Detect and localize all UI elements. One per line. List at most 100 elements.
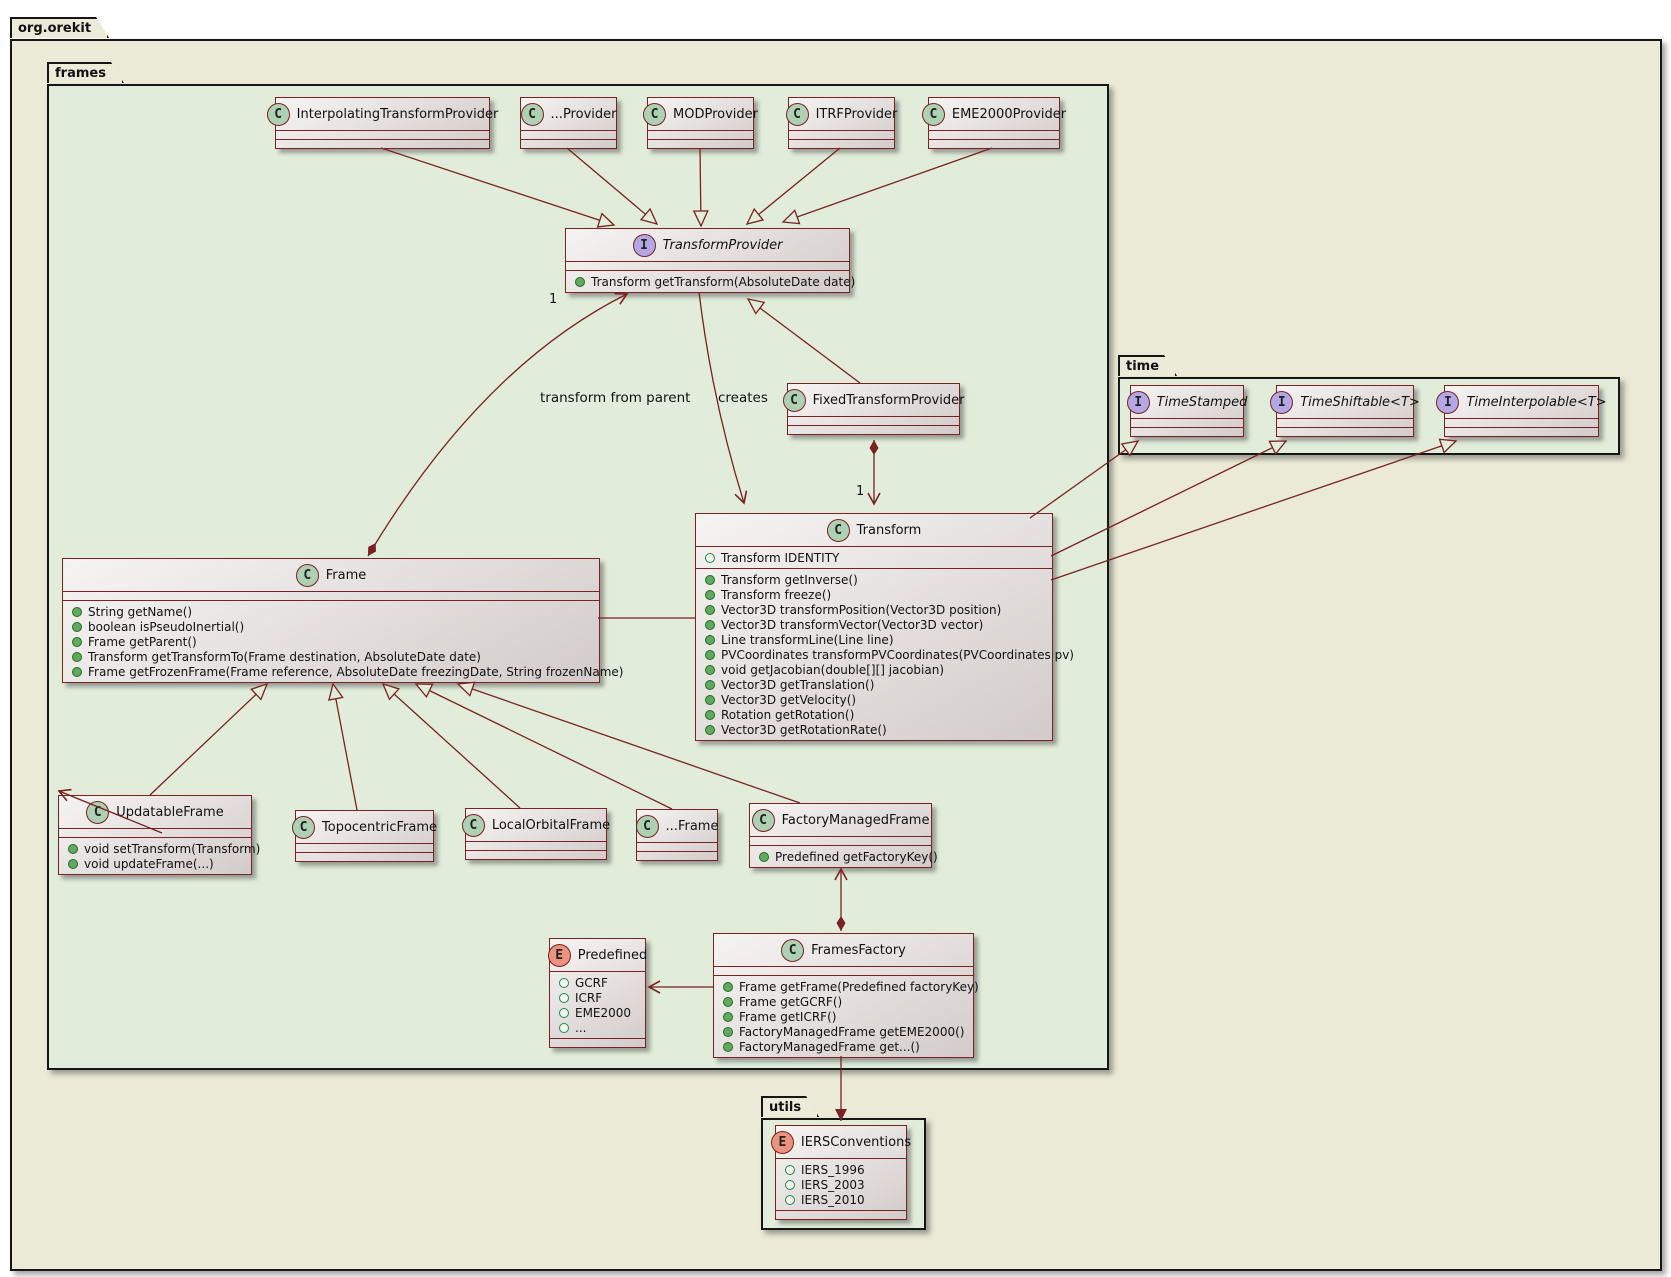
package-tab-org-orekit: org.orekit <box>10 17 109 38</box>
method-row: Transform getTransform(AbsoluteDate date… <box>566 274 855 289</box>
class-icon: C <box>461 813 485 837</box>
method-list: Frame getFrame(Predefined factoryKey)Fra… <box>714 975 979 1057</box>
method-list: void setTransform(Transform)void updateF… <box>59 837 260 874</box>
method-row: Vector3D getTranslation() <box>696 677 1052 692</box>
method-row: FactoryManagedFrame getEME2000() <box>714 1024 973 1039</box>
class-icon: C <box>520 102 544 126</box>
class-icon: C <box>921 102 945 126</box>
field-icon <box>559 992 569 1003</box>
method-row: PVCoordinates transformPVCoordinates(PVC… <box>696 647 1074 662</box>
multiplicity-transform-provider: 1 <box>549 292 558 307</box>
public-method-icon <box>72 621 82 632</box>
method-row: Vector3D transformVector(Vector3D vector… <box>696 617 1052 632</box>
method-row: Transform freeze() <box>696 587 1052 602</box>
class-icon: C <box>751 808 775 832</box>
public-method-icon <box>723 996 733 1007</box>
public-method-icon <box>705 619 715 630</box>
public-method-icon <box>705 634 715 645</box>
method-row: Frame getFrozenFrame(Frame reference, Ab… <box>63 664 623 679</box>
field-row: Transform IDENTITY <box>696 550 1052 565</box>
method-row: Predefined getFactoryKey() <box>750 849 938 864</box>
field-list: Transform IDENTITY <box>696 546 1052 568</box>
class-icon: C <box>266 102 290 126</box>
interface-icon: I <box>632 233 656 257</box>
public-method-icon <box>705 589 715 600</box>
class-icon: C <box>86 800 110 824</box>
method-row: Transform getInverse() <box>696 572 1052 587</box>
method-list: Transform getInverse()Transform freeze()… <box>696 568 1074 740</box>
package-tab-frames: frames <box>47 62 124 83</box>
public-method-icon <box>723 981 733 992</box>
interface-icon: I <box>1270 390 1294 414</box>
method-row: Vector3D getRotationRate() <box>696 722 1052 737</box>
method-row: void getJacobian(double[][] jacobian) <box>696 662 1052 677</box>
method-row: Frame getICRF() <box>714 1009 973 1024</box>
class-icon: C <box>635 814 659 838</box>
public-method-icon <box>72 651 82 662</box>
public-method-icon <box>72 666 82 677</box>
field-icon <box>705 552 715 563</box>
enum-constant-row: IERS_2010 <box>776 1192 906 1207</box>
field-icon <box>785 1179 795 1190</box>
public-method-icon <box>723 1041 733 1052</box>
method-row: boolean isPseudoInertial() <box>63 619 599 634</box>
method-row: String getName() <box>63 604 599 619</box>
public-method-icon <box>705 574 715 585</box>
method-row: void updateFrame(...) <box>59 856 251 871</box>
method-row: Vector3D getVelocity() <box>696 692 1052 707</box>
public-method-icon <box>705 724 715 735</box>
enum-icon: E <box>547 943 571 967</box>
class-icon: C <box>643 102 667 126</box>
method-row: Transform getTransformTo(Frame destinati… <box>63 649 599 664</box>
class-dots-provider: C...Provider <box>520 97 617 149</box>
edge-label-creates: creates <box>718 390 768 406</box>
class-icon: C <box>785 102 809 126</box>
enum-constant-row: EME2000 <box>550 1005 645 1020</box>
public-method-icon <box>72 606 82 617</box>
public-method-icon <box>705 709 715 720</box>
method-row: void setTransform(Transform) <box>59 841 260 856</box>
method-row: Frame getParent() <box>63 634 599 649</box>
class-icon: C <box>782 388 806 412</box>
enum-constant-row: ... <box>550 1020 645 1035</box>
enum-icon: E <box>770 1130 794 1154</box>
method-list: Predefined getFactoryKey() <box>750 845 938 867</box>
public-method-icon <box>705 679 715 690</box>
class-icon: C <box>292 815 316 839</box>
interface-icon: I <box>1436 390 1460 414</box>
public-method-icon <box>72 636 82 647</box>
field-icon <box>559 977 569 988</box>
field-icon <box>785 1194 795 1205</box>
method-row: Vector3D transformPosition(Vector3D posi… <box>696 602 1052 617</box>
method-list: Transform getTransform(AbsoluteDate date… <box>566 270 855 292</box>
edge-label-transform-from-parent: transform from parent <box>540 390 691 406</box>
enum-constant-row: GCRF <box>550 975 645 990</box>
class-dots-frame: C...Frame <box>635 809 718 861</box>
public-method-icon <box>723 1011 733 1022</box>
method-row: Rotation getRotation() <box>696 707 1052 722</box>
public-method-icon <box>759 851 769 862</box>
multiplicity-transform: 1 <box>856 484 865 499</box>
method-row: Frame getGCRF() <box>714 994 973 1009</box>
package-tab-time: time <box>1118 355 1177 376</box>
method-row: Frame getFrame(Predefined factoryKey) <box>714 979 979 994</box>
method-list: String getName()boolean isPseudoInertial… <box>63 600 623 682</box>
public-method-icon <box>68 843 78 854</box>
public-method-icon <box>705 694 715 705</box>
field-icon <box>559 1022 569 1033</box>
